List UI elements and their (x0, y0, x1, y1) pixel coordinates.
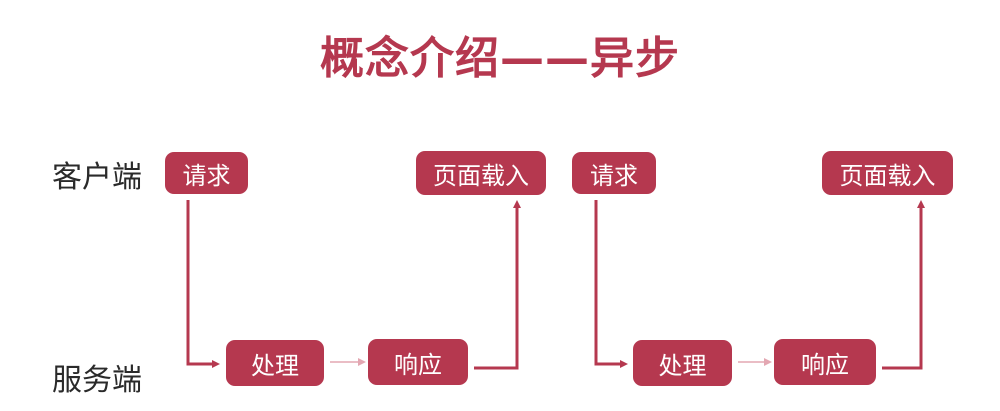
request-box-2: 请求 (572, 152, 656, 194)
lane-label-server: 服务端 (52, 363, 142, 398)
response-box-1: 响应 (368, 339, 468, 385)
response-box-2: 响应 (774, 339, 876, 385)
page-title: 概念介绍——异步 (320, 33, 680, 84)
arrow-response-to-page-load-1 (474, 200, 521, 370)
page-load-box-2: 页面载入 (822, 151, 953, 195)
arrow-request-to-process-2 (594, 200, 628, 368)
process-box-1: 处理 (226, 340, 324, 386)
lane-label-client: 客户端 (52, 160, 142, 195)
arrow-request-to-process-1 (186, 200, 220, 368)
arrow-response-to-page-load-2 (882, 200, 925, 370)
process-box-2: 处理 (633, 340, 732, 386)
page-load-box-1: 页面载入 (416, 151, 546, 195)
request-box-1: 请求 (165, 152, 248, 194)
